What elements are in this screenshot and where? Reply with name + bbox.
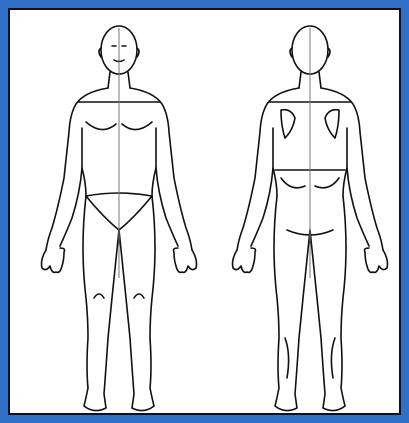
back-view-figure bbox=[215, 18, 405, 418]
back-body-outline-icon bbox=[215, 18, 405, 418]
front-view-figure bbox=[24, 18, 214, 418]
body-chart-panel bbox=[8, 8, 401, 415]
front-body-outline-icon bbox=[24, 18, 214, 418]
